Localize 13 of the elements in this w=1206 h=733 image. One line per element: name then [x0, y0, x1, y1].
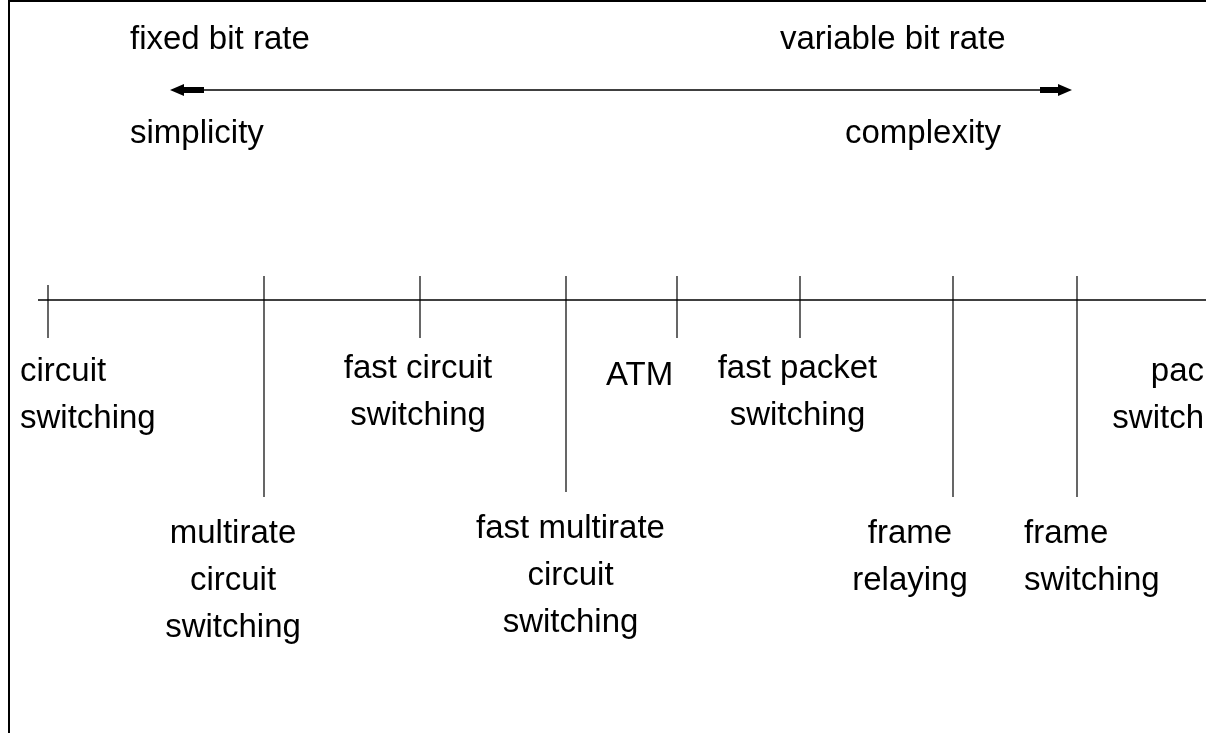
text-label: complexity — [845, 112, 1002, 152]
text-label: variable bit rate — [780, 18, 1007, 58]
text-label: frame relaying — [851, 512, 969, 599]
text-label: multirate circuit switching — [164, 512, 302, 646]
text-label: frame switching — [1024, 512, 1161, 599]
text-label: simplicity — [130, 112, 265, 152]
text-label: pac switch — [1111, 350, 1204, 437]
text-label: fast multirate circuit switching — [475, 507, 666, 641]
text-label: ATM — [606, 354, 675, 394]
text-label: fast circuit switching — [342, 347, 494, 434]
text-label: fixed bit rate — [130, 18, 311, 58]
text-label: fast packet switching — [716, 347, 879, 434]
text-label: circuit switching — [20, 350, 157, 437]
